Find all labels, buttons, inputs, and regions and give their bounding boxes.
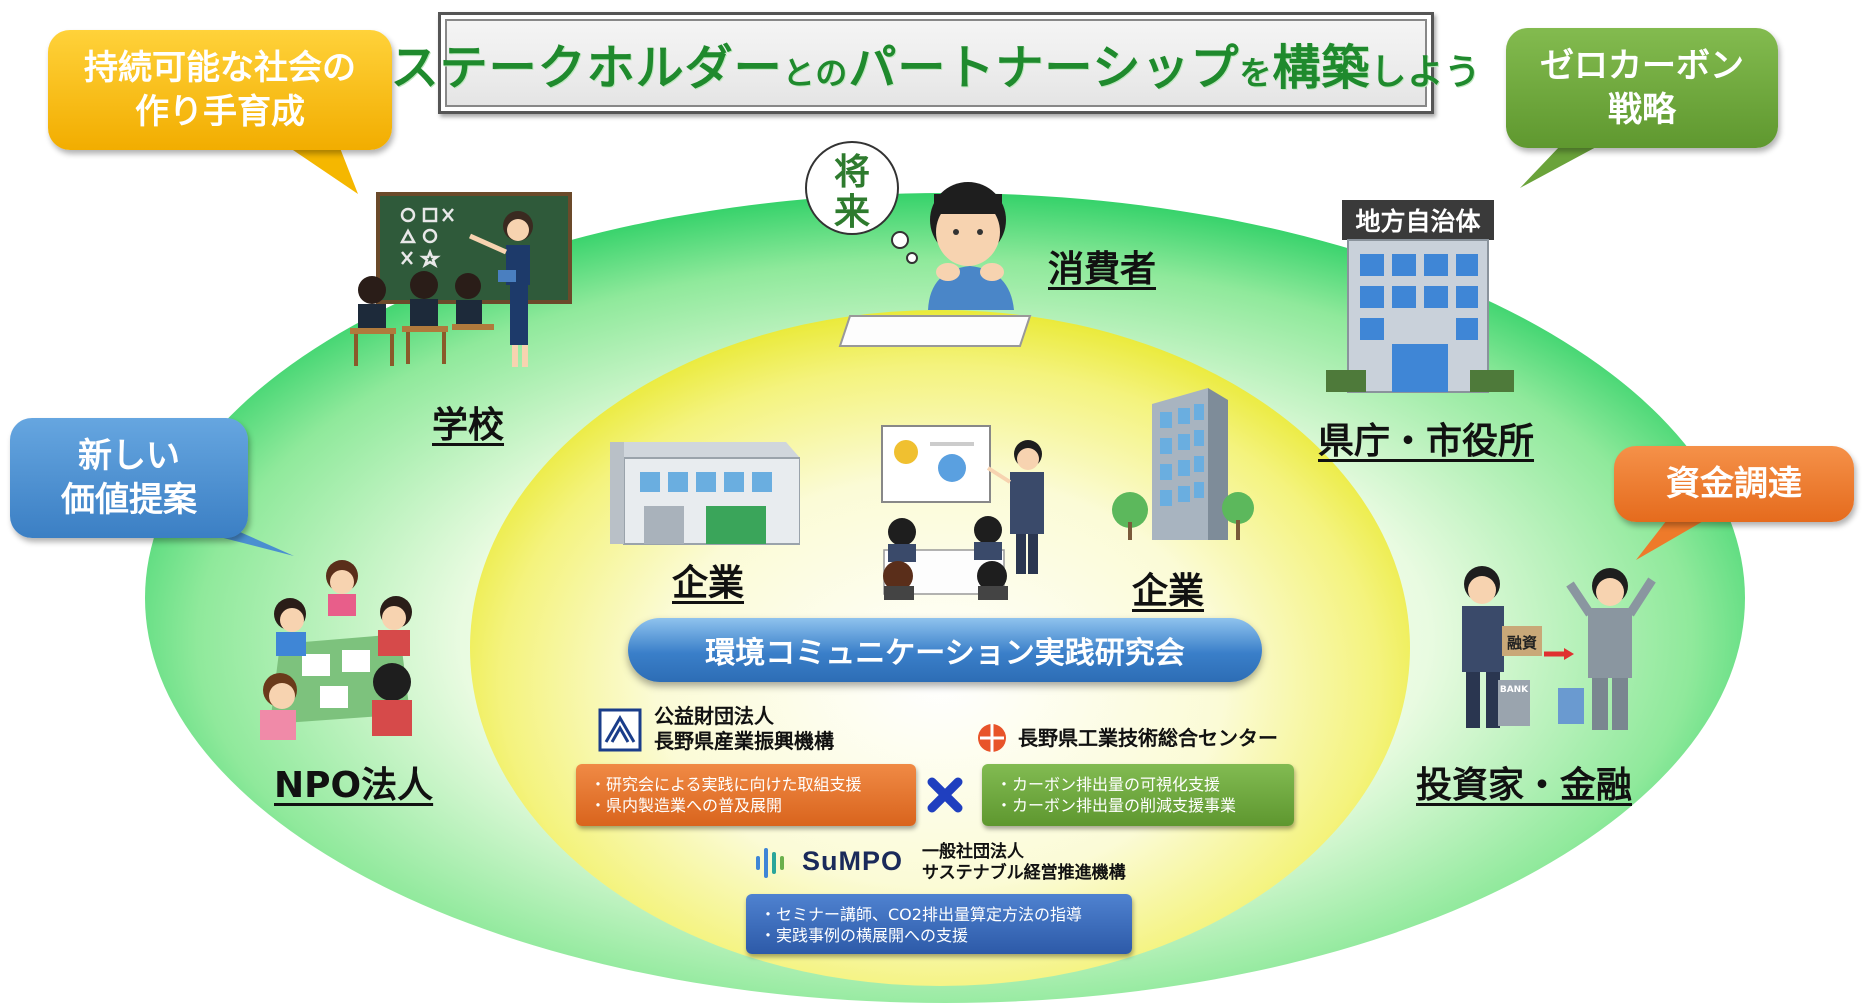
bubble-tail-investor <box>1636 516 1712 560</box>
org-sumpo-type: 一般社団法人 <box>922 842 1024 862</box>
nagano-industry-logo-icon <box>598 708 642 752</box>
loan-tag: 融資 <box>1507 634 1537 652</box>
support-item: ・カーボン排出量の削減支援事業 <box>996 796 1237 815</box>
label-company-left: 企業 <box>672 563 745 604</box>
bubble-tail-government <box>1520 146 1598 188</box>
bubble-school: 持続可能な社会の 作り手育成 <box>48 30 392 150</box>
support-box-nagano-industry: ・研究会による実践に向けた取組支援 ・県内製造業への普及展開 <box>576 764 916 826</box>
label-npo: NPO法人 <box>274 765 434 806</box>
label-government: 県庁・市役所 <box>1318 421 1535 462</box>
bubble-tail-school <box>290 148 358 194</box>
title-banner: ステークホルダーとのパートナーシップを構築しよう <box>391 12 1480 114</box>
bubble-tail-npo <box>200 532 294 556</box>
label-investor: 投資家・金融 <box>1416 765 1633 806</box>
org-sumpo: 一般社団法人 サステナブル経営推進機構 <box>922 842 1126 884</box>
support-item: ・カーボン排出量の可視化支援 <box>996 775 1221 794</box>
research-group-pill: 環境コミュニケーション実践研究会 <box>628 618 1262 682</box>
thought-char-2: 来 <box>834 192 870 233</box>
board-symbols: ○ <box>402 192 403 193</box>
support-item: ・実践事例の横展開への支援 <box>760 926 969 945</box>
label-company-right: 企業 <box>1132 571 1205 612</box>
company-right-illustration <box>1112 388 1254 540</box>
label-consumer: 消費者 <box>1048 249 1157 290</box>
cross-icon <box>927 777 963 813</box>
meeting-illustration <box>881 425 1044 600</box>
nagano-tech-logo-icon <box>978 724 1006 752</box>
org-nagano-industry-name: 長野県産業振興機構 <box>654 729 834 753</box>
bubble-government: ゼロカーボン 戦略 <box>1506 28 1778 148</box>
support-item: ・県内製造業への普及展開 <box>590 796 783 815</box>
bank-sign: BANK <box>1500 685 1529 695</box>
bubble-investor: 資金調達 <box>1614 446 1854 522</box>
sumpo-logo-text: SuMPO <box>802 846 904 876</box>
npo-illustration <box>260 560 412 740</box>
company-left-illustration <box>610 442 800 545</box>
support-box-sumpo: ・セミナー講師、CO2排出量算定方法の指導 ・実践事例の横展開への支援 <box>746 894 1132 954</box>
org-nagano-industry: 公益財団法人 長野県産業振興機構 <box>654 704 834 754</box>
thought-char-1: 将 <box>834 152 870 193</box>
government-building-illustration: 地方自治体 <box>1326 200 1514 393</box>
bubble-npo: 新しい 価値提案 <box>10 418 248 538</box>
school-illustration <box>350 192 572 367</box>
building-sign: 地方自治体 <box>1355 207 1481 236</box>
thought-bubble <box>805 141 918 264</box>
org-nagano-industry-type: 公益財団法人 <box>654 704 774 728</box>
support-item: ・研究会による実践に向けた取組支援 <box>590 775 862 794</box>
support-item: ・セミナー講師、CO2排出量算定方法の指導 <box>760 905 1082 924</box>
support-box-nagano-tech: ・カーボン排出量の可視化支援 ・カーボン排出量の削減支援事業 <box>982 764 1294 826</box>
investor-illustration: 融資 BANK <box>1462 566 1656 730</box>
page-title: ステークホルダーとのパートナーシップを構築しよう <box>390 40 1482 96</box>
consumer-illustration: 将 来 <box>805 141 1032 347</box>
label-school: 学校 <box>432 405 505 446</box>
org-sumpo-name: サステナブル経営推進機構 <box>922 863 1126 883</box>
org-nagano-tech-name: 長野県工業技術総合センター <box>1018 726 1278 750</box>
sumpo-logo-icon <box>756 848 784 878</box>
